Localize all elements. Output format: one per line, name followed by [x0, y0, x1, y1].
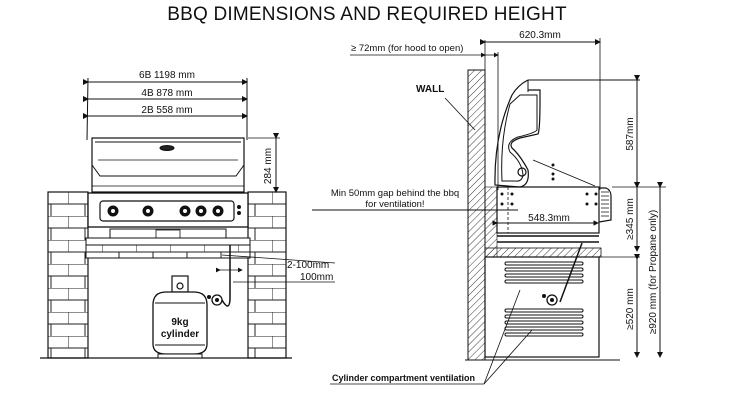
ventilation-label: Cylinder compartment ventilation: [332, 373, 475, 383]
width-4b-label: 4B 878 mm: [141, 88, 192, 99]
vent-slot: [504, 308, 584, 313]
vent-slot: [504, 326, 584, 331]
hood-height-side-label: 587mm: [625, 117, 636, 150]
bbq-side-hood: [494, 79, 640, 188]
cabinet-height-label: ≥520 mm: [625, 288, 636, 330]
gap-note-line1: Min 50mm gap behind the bbq: [331, 188, 459, 199]
vent-slot: [504, 267, 584, 272]
width-6b-label: 6B 1198 mm: [139, 70, 195, 81]
right-brick-pillar: [247, 191, 287, 359]
hood-height-label: 284 mm: [263, 148, 274, 184]
gas-hose: [221, 245, 231, 307]
hood-clearance-label: ≥ 72mm (for hood to open): [351, 43, 463, 54]
vent-slot: [504, 279, 584, 284]
counter-bricks: [85, 244, 251, 259]
bbq-side-body: [496, 186, 612, 243]
vent-slot: [504, 261, 584, 266]
overall-depth-label: 620.3mm: [519, 30, 561, 41]
cylinder-cabinet: [484, 242, 600, 358]
gap-note-line2: for ventilation!: [365, 199, 424, 210]
side-view: 620.3mm ≥ 72mm (for hood to open) WALL: [312, 30, 666, 385]
total-height-label: ≥920 mm (for Propane only): [648, 210, 659, 334]
vent-slot: [504, 273, 584, 278]
hood-handle-icon: [159, 145, 175, 151]
bbq-front: [85, 137, 251, 246]
counter-top: [484, 247, 602, 258]
body-depth-label: 548.3mm: [528, 213, 570, 224]
gas-hose-side: [559, 242, 583, 303]
wall: [467, 69, 486, 361]
left-brick-pillar: [47, 191, 89, 359]
width-dimensions: [83, 77, 248, 141]
cylinder-label-line2: cylinder: [161, 329, 199, 340]
gap-fixed-label: 100mm: [300, 272, 333, 283]
vent-slot: [504, 314, 584, 319]
diagram-title: BBQ DIMENSIONS AND REQUIRED HEIGHT: [167, 4, 567, 25]
front-view: 6B 1198 mm 4B 878 mm 2B 558 mm: [40, 70, 336, 359]
wall-label: WALL: [416, 84, 444, 95]
width-2b-label: 2B 558 mm: [141, 105, 192, 116]
cutout-height-label: ≥345 mm: [625, 198, 636, 240]
gap-range-label: 2-100mm: [287, 260, 329, 271]
vent-slot: [504, 320, 584, 325]
cylinder-label-line1: 9kg: [171, 317, 188, 328]
vent-slot: [504, 332, 584, 337]
gas-cylinder: [152, 275, 223, 359]
control-knob-side-icon: [598, 187, 612, 223]
